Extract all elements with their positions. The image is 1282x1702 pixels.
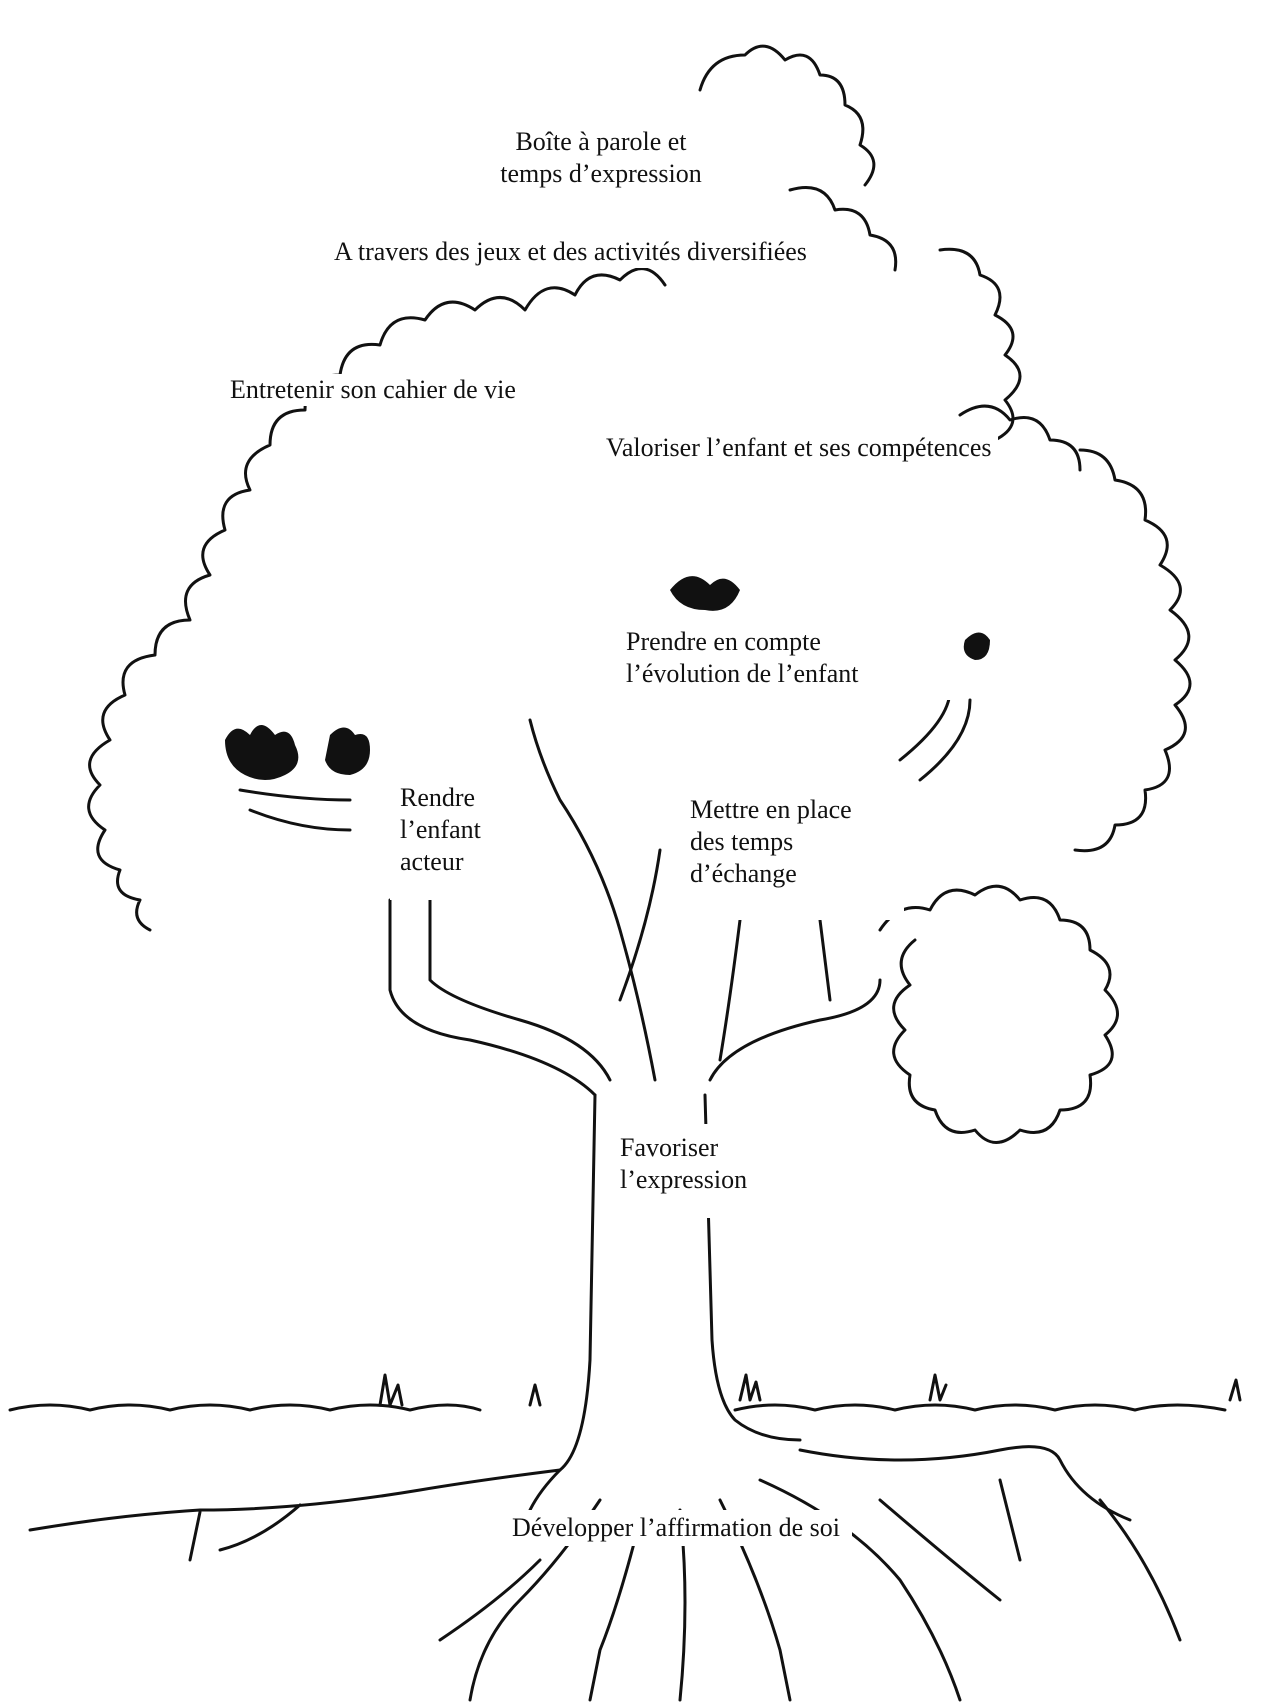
branch-center [528, 718, 657, 1082]
roots [28, 1445, 1182, 1702]
trunk-right [703, 1093, 802, 1442]
label-developper-affirmation: Développer l’affirmation de soi [500, 1510, 853, 1546]
label-cahier-de-vie: Entretenir son cahier de vie [226, 374, 520, 406]
label-mettre-line2: des temps [690, 827, 794, 856]
label-rendre-line2: l’enfant [400, 815, 481, 844]
label-boite-a-parole: Boîte à parole et temps d’expression [456, 126, 746, 196]
label-mettre-line3: d’échange [690, 859, 797, 888]
label-prendre-en-compte: Prendre en compte l’évolution de l’enfan… [602, 626, 960, 700]
branch-left [388, 898, 597, 1097]
label-rendre-line3: acteur [400, 847, 464, 876]
label-rendre-line1: Rendre [400, 783, 476, 812]
right-foliage-clump [878, 884, 1119, 1144]
label-favoriser-line2: l’expression [620, 1165, 748, 1194]
label-favoriser-line1: Favoriser [620, 1133, 719, 1162]
label-favoriser-expression: Favoriser l’expression [604, 1124, 780, 1218]
label-valoriser-enfant: Valoriser l’enfant et ses compétences [600, 432, 998, 464]
label-prendre-line2: l’évolution de l’enfant [626, 659, 859, 688]
label-rendre-acteur: Rendre l’enfant acteur [390, 782, 528, 900]
label-mettre-en-place: Mettre en place des temps d’échange [676, 794, 904, 920]
label-boite-line1: Boîte à parole et [515, 127, 687, 156]
label-prendre-line1: Prendre en compte [626, 627, 821, 656]
branch-right [708, 978, 882, 1082]
label-mettre-line1: Mettre en place [690, 795, 852, 824]
label-jeux-activites: A travers des jeux et des activités dive… [328, 236, 813, 268]
label-boite-line2: temps d’expression [500, 159, 702, 188]
ground-line [8, 1403, 1227, 1412]
trunk-left [528, 1093, 597, 1512]
canopy-outline [87, 44, 1192, 932]
